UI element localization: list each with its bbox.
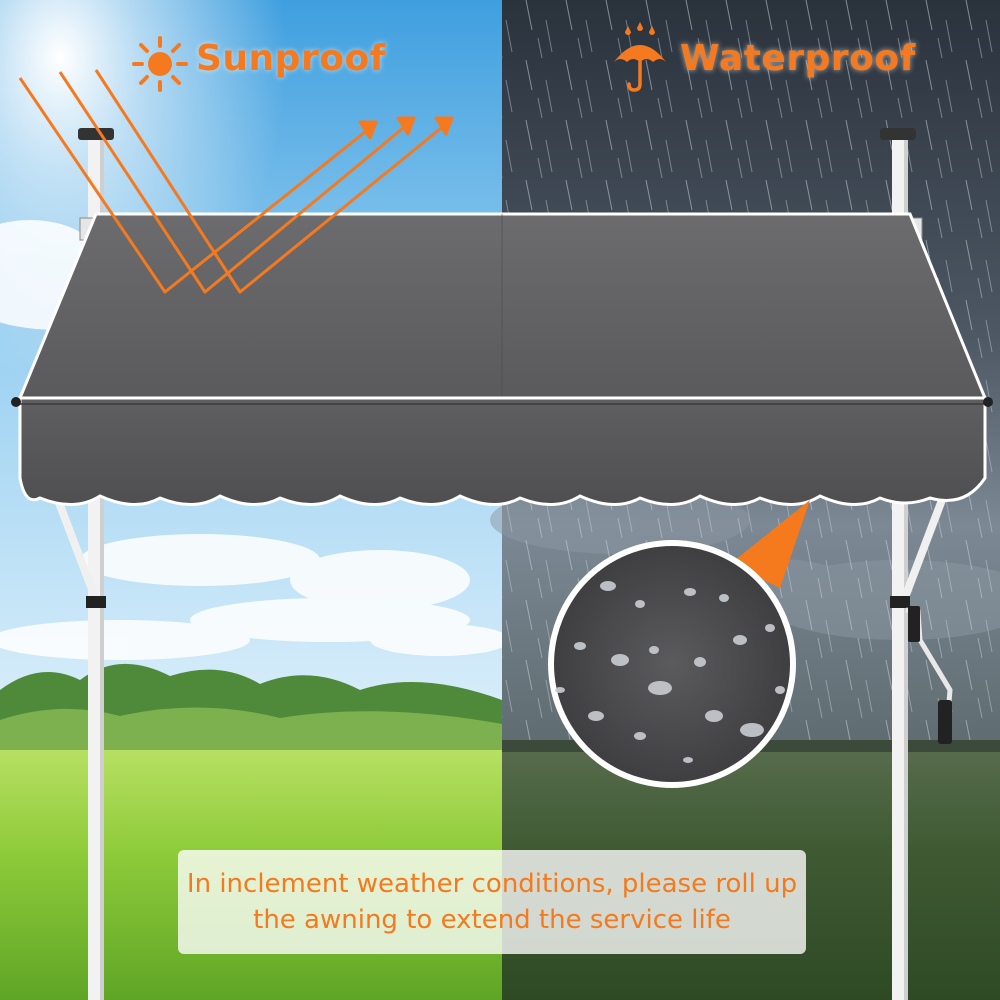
care-notice: In inclement weather conditions, please … (178, 850, 806, 954)
notice-line-1: In inclement weather conditions, please … (186, 869, 798, 899)
waterproof-heading: Waterproof (680, 38, 916, 79)
awning-canopy (11, 212, 993, 507)
umbrella-rain-icon (614, 22, 666, 92)
sun-icon (132, 36, 188, 92)
sunproof-heading: Sunproof (196, 38, 386, 79)
sun-reflection-arrows (18, 69, 454, 294)
fabric-zoom-circle (548, 540, 796, 788)
notice-line-2: the awning to extend the service life (253, 905, 731, 935)
